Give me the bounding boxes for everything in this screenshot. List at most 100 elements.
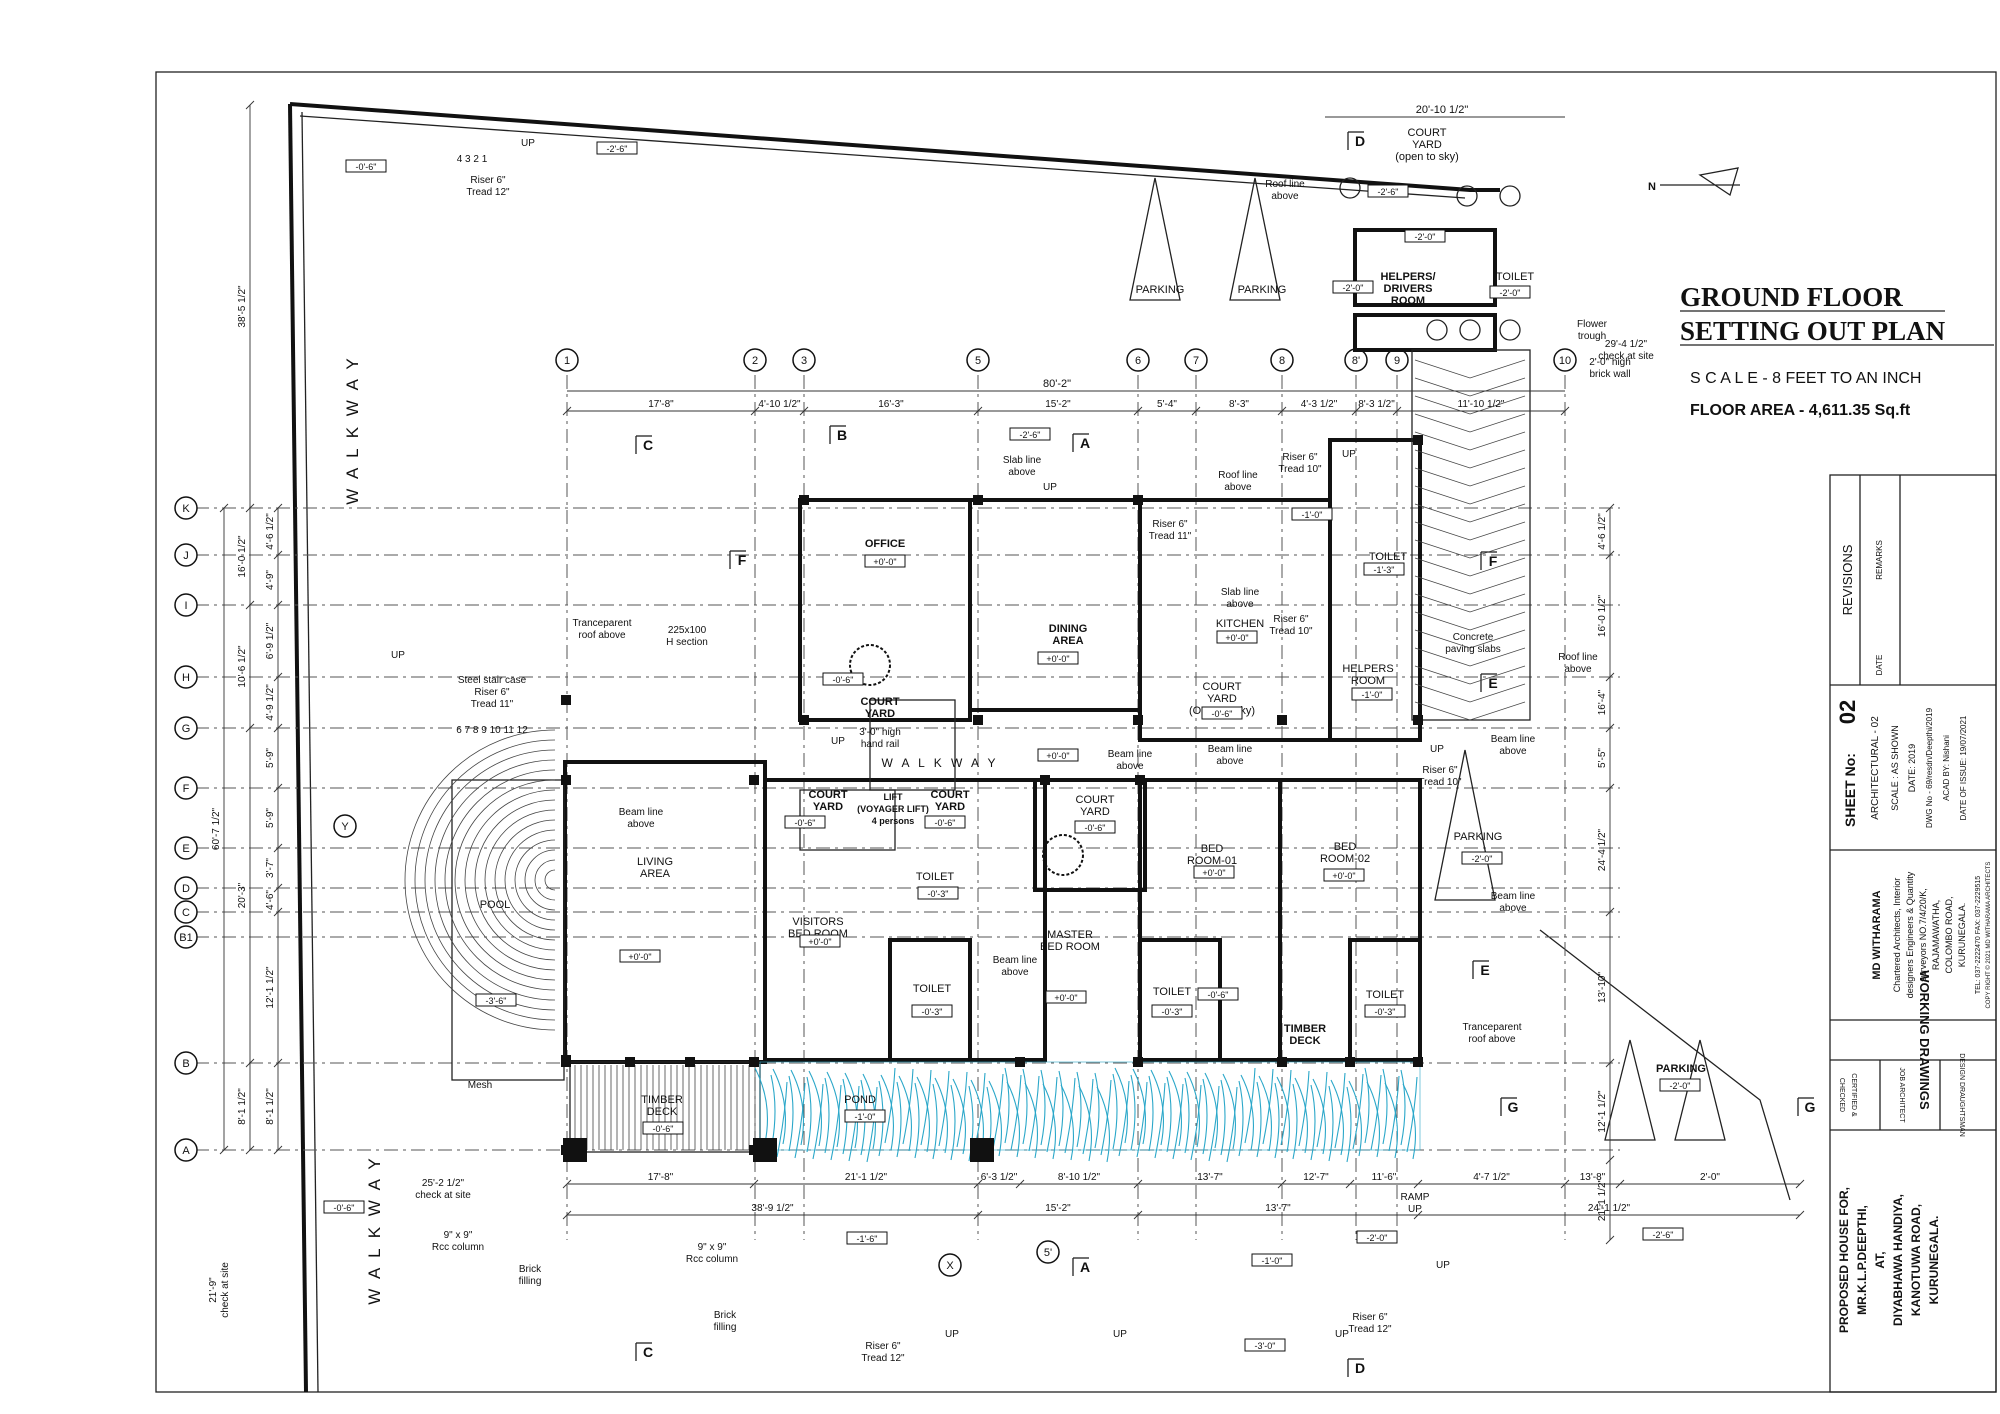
room-lift: LIFT(VOYAGER LIFT)4 persons xyxy=(857,792,929,826)
dim-top: 11'-10 1/2" xyxy=(1458,399,1505,410)
note-riser_tread_12: Riser 6"Tread 12" xyxy=(1348,1312,1392,1335)
section-marker: A xyxy=(1072,1257,1090,1276)
dim-right: 16'-0 1/2" xyxy=(1597,594,1608,637)
dim-top: 17'-8" xyxy=(648,399,674,410)
walkway-label: W A L K W A Y xyxy=(365,1155,384,1305)
note-check_at_site_3: 29'-4 1/2"check at site xyxy=(1598,339,1654,362)
column xyxy=(1015,1057,1025,1067)
column xyxy=(799,715,809,725)
stair-numbers: 6 7 8 9 10 11 12 xyxy=(456,725,528,736)
dim-top: 8'-3" xyxy=(1229,399,1249,410)
tb-dwg-no: DWG No - 69/resdn/Deepthi/2019 xyxy=(1925,707,1934,828)
level-value: -2'-0" xyxy=(1472,854,1493,864)
tb-job-architect: JOB ARCHITECT xyxy=(1898,1067,1905,1123)
marker-bubble: 5' xyxy=(1036,1240,1060,1264)
column xyxy=(1277,715,1287,725)
column xyxy=(625,1057,635,1067)
dim-bottom: 13'-7" xyxy=(1197,1172,1223,1183)
section-label: D xyxy=(1355,1360,1365,1376)
dim-left2: 38'-5 1/2" xyxy=(237,285,248,328)
section-label: G xyxy=(1805,1099,1816,1115)
tb-copyright: COPY RIGHT © 2021 MD WITHARAMA ARCHITECT… xyxy=(1985,862,1992,1009)
column xyxy=(563,1138,587,1162)
level-tag: -0'-6" xyxy=(323,1200,365,1214)
grid-column-label: 7 xyxy=(1193,355,1199,367)
level-tag: -1'-0" xyxy=(1351,687,1393,701)
tb-scale: SCALE : AS SHOWN xyxy=(1890,725,1900,811)
column xyxy=(1040,775,1050,785)
level-value: -2'-6" xyxy=(607,144,628,154)
grid-column-bubble: 2 xyxy=(743,348,767,372)
level-value: -0'-6" xyxy=(653,1124,674,1134)
note-check_at_site_2: 21'-9"check at site xyxy=(208,1262,231,1318)
room-walkway_inner: W A L K W A Y xyxy=(881,756,998,770)
grid-row-label: I xyxy=(184,600,187,612)
grid-row-label: B1 xyxy=(179,932,192,944)
dim-bottom: 13'-8" xyxy=(1580,1172,1606,1183)
level-tag: -0'-3" xyxy=(1364,1004,1406,1018)
room-toilet: TOILET xyxy=(916,871,955,883)
level-tag: -2'-6" xyxy=(1642,1227,1684,1241)
level-tag: +0'-0" xyxy=(799,934,841,948)
dim-court-top: 20'-10 1/2" xyxy=(1416,104,1469,116)
section-marker: D xyxy=(1347,131,1365,150)
level-tag: +0'-0" xyxy=(1045,990,1087,1004)
level-value: -0'-3" xyxy=(922,1007,943,1017)
level-value: -3'-0" xyxy=(1255,1341,1276,1351)
dim-bottom: 8'-10 1/2" xyxy=(1058,1172,1101,1183)
section-label: C xyxy=(643,1344,653,1360)
level-tag: -2'-6" xyxy=(1367,184,1409,198)
grid-column-label: 10 xyxy=(1559,355,1571,367)
dim-top: 4'-10 1/2" xyxy=(758,399,801,410)
column xyxy=(749,775,759,785)
level-value: -1'-0" xyxy=(1262,1256,1283,1266)
grid-column-bubble: 3 xyxy=(792,348,816,372)
level-value: -0'-6" xyxy=(1085,823,1106,833)
grid-row-label: K xyxy=(182,503,190,515)
level-value: -2'-0" xyxy=(1415,232,1436,242)
room-toilet: TOILET xyxy=(1369,551,1408,563)
level-value: -2'-0" xyxy=(1367,1233,1388,1243)
level-tag: +0'-0" xyxy=(1216,630,1258,644)
grid-column-bubble: 9 xyxy=(1385,348,1409,372)
grid-row-label: C xyxy=(182,907,190,919)
grid-column-label: 8 xyxy=(1279,355,1285,367)
room-toilet: TOILET xyxy=(1366,989,1405,1001)
title-line2: SETTING OUT PLAN xyxy=(1680,316,1946,346)
grid-row-bubble: B1 xyxy=(174,925,198,949)
dim-left: 8'-1 1/2" xyxy=(265,1088,276,1125)
level-tag: -3'-0" xyxy=(1244,1338,1286,1352)
tb-client: PROPOSED HOUSE FOR,MR.K.L.P.DEEPTHI,AT,D… xyxy=(1837,1187,1941,1333)
note-up: UP xyxy=(391,650,405,661)
column xyxy=(1345,1057,1355,1067)
level-value: -0'-6" xyxy=(795,818,816,828)
section-label: F xyxy=(738,552,747,568)
level-value: -1'-6" xyxy=(857,1234,878,1244)
level-tags: -0'-6" -2'-6" -2'-6" -2'-6" -2'-0" -2'-0" -2'-… xyxy=(323,141,1701,1352)
dim-bottom: 21'-1 1/2" xyxy=(845,1172,888,1183)
north-arrow: N xyxy=(1648,167,1740,197)
note-riser_tread_11: Riser 6"Tread 11" xyxy=(1149,519,1192,542)
level-tag: -0'-6" xyxy=(822,672,864,686)
dim-bottom2: 24'-1 1/2" xyxy=(1588,1203,1631,1214)
room-toilet: TOILET xyxy=(913,983,952,995)
note-riser_tread_10: Riser 6"Tread 10" xyxy=(1269,614,1313,637)
level-value: -2'-6" xyxy=(1653,1230,1674,1240)
grid-row-label: J xyxy=(183,550,189,562)
note-up: UP xyxy=(1430,744,1444,755)
section-marker: C xyxy=(635,1342,653,1361)
